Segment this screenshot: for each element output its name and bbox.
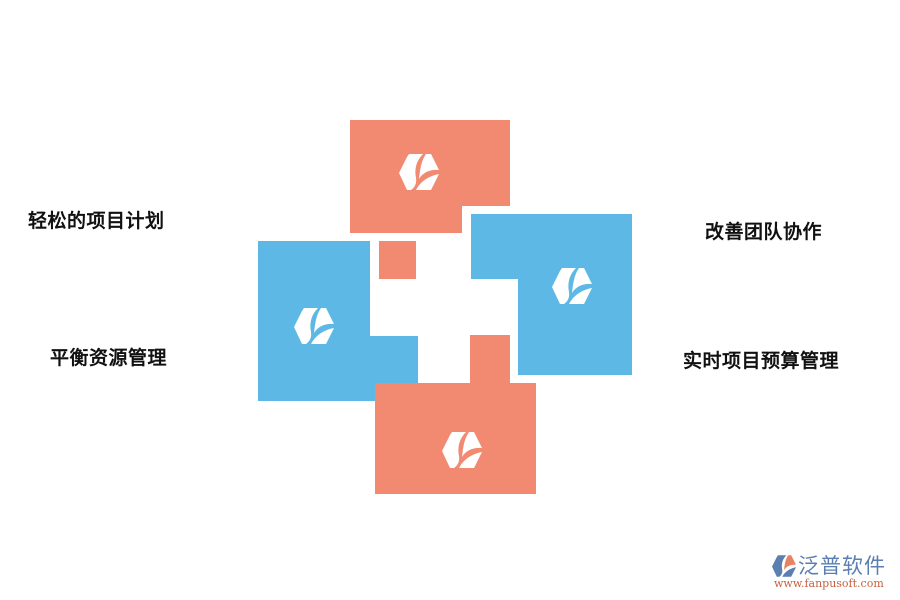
label-realtime-budget-management: 实时项目预算管理	[683, 350, 840, 372]
top-block-lower	[350, 206, 462, 233]
right-block	[471, 214, 632, 279]
right-block-lower	[518, 279, 632, 375]
label-balanced-resource-management: 平衡资源管理	[50, 347, 168, 369]
brand-hexagon-icon	[550, 266, 594, 306]
label-improve-team-collaboration: 改善团队协作	[705, 221, 823, 243]
watermark-url: www.fanpusoft.com	[774, 577, 884, 590]
bottom-block-tab	[470, 335, 510, 383]
watermark: 泛普软件 www.fanpusoft.com	[768, 552, 896, 592]
fanpu-logo-icon	[772, 555, 796, 577]
label-easy-project-planning: 轻松的项目计划	[28, 210, 165, 232]
left-block	[258, 241, 370, 401]
brand-hexagon-icon	[440, 430, 484, 470]
brand-hexagon-icon	[397, 152, 441, 192]
watermark-name: 泛普软件	[798, 554, 886, 578]
brand-hexagon-icon	[292, 306, 336, 346]
small-connector-square	[379, 241, 416, 279]
